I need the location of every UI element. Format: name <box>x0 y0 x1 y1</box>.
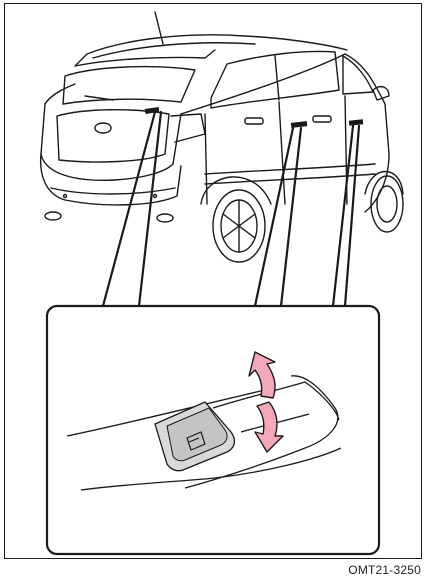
switch-marker-left-front <box>349 119 363 125</box>
figure-frame <box>4 3 422 559</box>
switch-marker-rear <box>145 107 160 114</box>
car-illustration <box>41 12 403 262</box>
leader-lines <box>103 112 359 306</box>
figure-illustration <box>5 4 423 560</box>
switch-marker-left-rear <box>291 121 307 128</box>
figure-code: OMT21-3250 <box>348 563 421 577</box>
zoom-callout <box>47 306 379 554</box>
